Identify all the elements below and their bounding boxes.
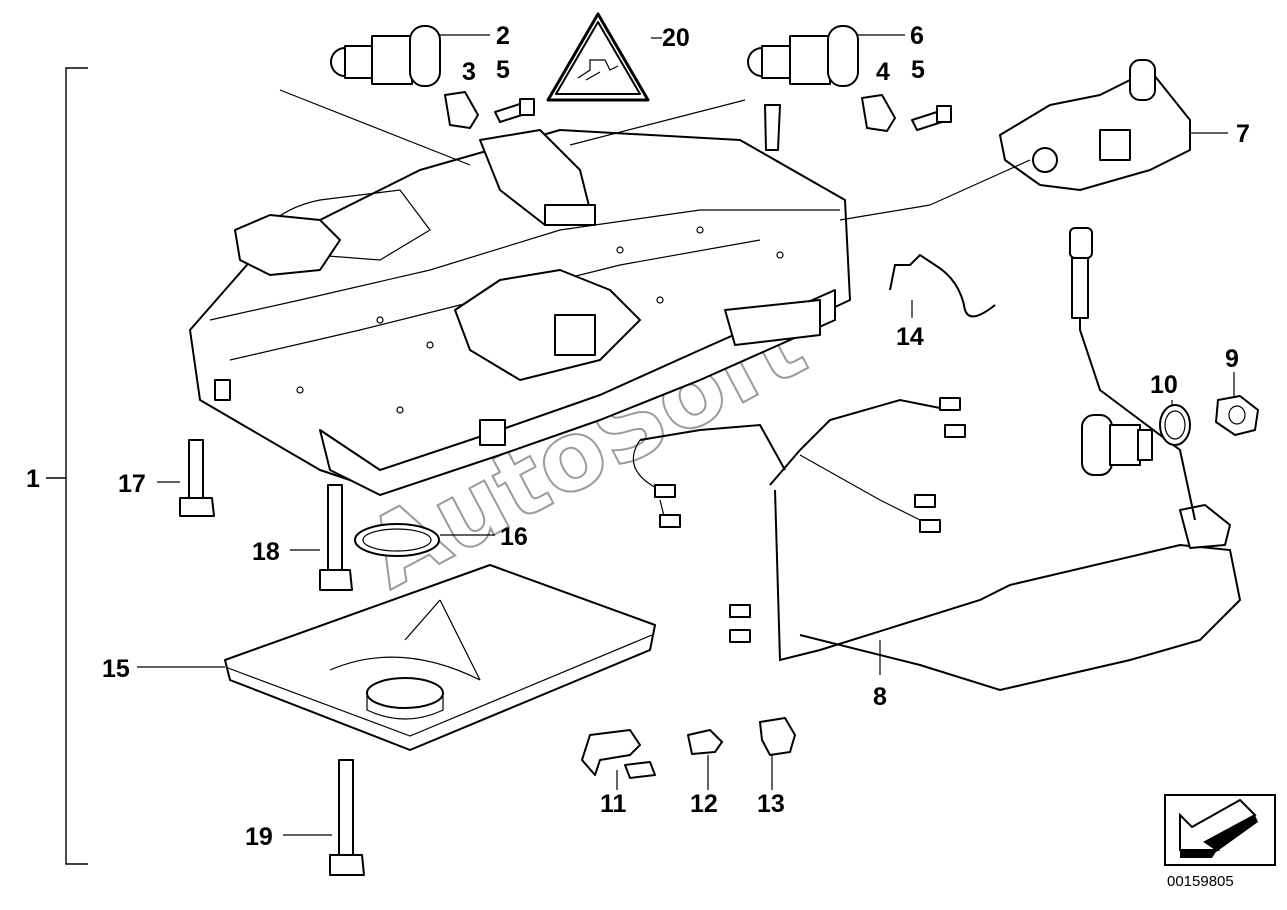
callout-16: 16 <box>500 523 528 551</box>
spring-wire-14 <box>889 253 996 318</box>
assembly-bracket <box>46 67 88 865</box>
bolt-19 <box>329 759 365 876</box>
clip-13 <box>759 717 796 756</box>
clip-11 <box>581 729 656 779</box>
solenoid-valve-6 <box>747 25 859 87</box>
callout-8: 8 <box>873 683 887 711</box>
callout-13: 13 <box>757 790 785 818</box>
callout-17: 17 <box>118 470 146 498</box>
callout-20: 20 <box>662 24 690 52</box>
callout-12: 12 <box>690 790 718 818</box>
callout-2: 2 <box>496 22 510 50</box>
callout-19: 19 <box>245 823 273 851</box>
screw-5-right <box>911 105 952 131</box>
oil-filter-15 <box>224 564 656 751</box>
o-ring-16 <box>354 523 440 557</box>
callouts: 1 2 3 4 5 5 6 7 8 9 10 11 12 13 14 15 16… <box>26 22 1250 851</box>
clamp-4 <box>861 94 896 132</box>
warning-sign-icon <box>546 12 650 102</box>
callout-3: 3 <box>462 58 476 86</box>
callout-5-left: 5 <box>496 56 510 84</box>
bolt-18 <box>319 484 353 591</box>
hex-nut-9 <box>1215 395 1259 436</box>
callout-18: 18 <box>252 538 280 566</box>
screw-5-left <box>494 98 535 123</box>
callout-15: 15 <box>102 655 130 683</box>
clip-12 <box>687 729 723 755</box>
bolt-17 <box>179 439 215 517</box>
arrow-down-left-icon[interactable] <box>1164 794 1276 866</box>
callout-10: 10 <box>1150 371 1178 399</box>
callout-11: 11 <box>600 790 627 818</box>
solenoid-unit-7 <box>999 59 1191 191</box>
clamp-3 <box>444 91 479 129</box>
callout-1: 1 <box>26 465 40 493</box>
wiring-harness-8 <box>632 397 1242 692</box>
callout-6: 6 <box>910 22 924 50</box>
callout-14: 14 <box>896 323 924 351</box>
pressure-sensor <box>1069 227 1196 521</box>
callout-9: 9 <box>1225 345 1239 373</box>
part-code: 00159805 <box>1167 873 1234 890</box>
callout-7: 7 <box>1236 120 1250 148</box>
leader-lines <box>137 34 1235 836</box>
o-ring-10 <box>1159 404 1191 446</box>
callout-4: 4 <box>876 58 890 86</box>
solenoid-valve-2 <box>330 25 441 87</box>
callout-5-right: 5 <box>911 56 925 84</box>
valve-body-assembly <box>189 104 851 496</box>
